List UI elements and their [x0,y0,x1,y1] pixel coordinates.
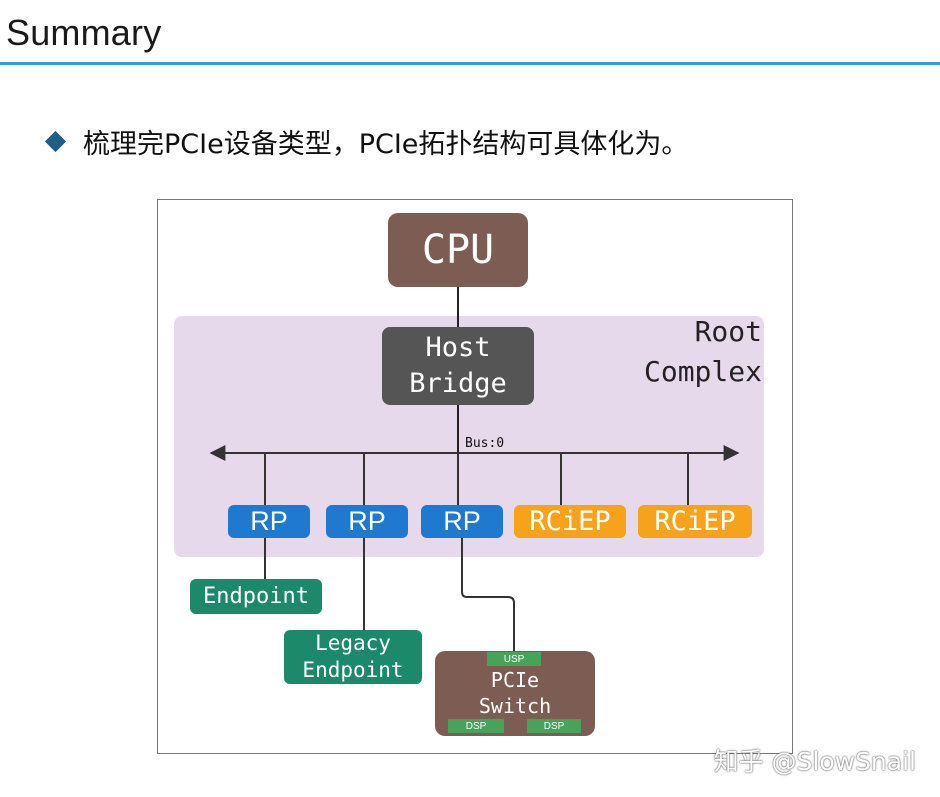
rp-box-3: RP [421,505,503,538]
rp-box-1: RP [228,505,310,538]
pcie-switch-line1: PCIe [490,668,540,692]
pcie-switch-line2: Switch [478,694,552,718]
rp-box-2: RP [326,505,408,538]
bus-label: Bus:0 [465,436,505,451]
rciep-box-1: RCiEP [514,505,626,538]
watermark: 知乎 @SlowSnail [713,747,916,776]
rp3-to-switch-line [461,538,515,651]
endpoint-box: Endpoint [190,579,322,614]
usp-port: USP [487,652,541,666]
dsp-port-left: DSP [448,719,504,733]
root-complex-label-line1: Root [694,315,762,348]
host-bridge-line1: Host [425,332,491,363]
host-bridge-line2: Bridge [409,368,507,399]
bullet-text: 梳理完PCIe设备类型，PCIe拓扑结构可具体化为。 [83,129,689,160]
legacy-endpoint-box: Legacy Endpoint [284,630,422,684]
title-divider [0,62,940,65]
root-complex-label-line2: Complex [643,355,762,388]
legacy-endpoint-line1: Legacy [315,631,391,655]
dsp-port-right: DSP [527,719,581,733]
slide-title: Summary [6,12,162,53]
root-complex-label: Root Complex [622,312,762,392]
rciep-box-2: RCiEP [638,505,752,538]
legacy-endpoint-line2: Endpoint [302,658,404,682]
cpu-box: CPU [388,213,528,287]
host-bridge-box: Host Bridge [382,327,534,405]
bullet-item: 梳理完PCIe设备类型，PCIe拓扑结构可具体化为。 [44,122,689,161]
pcie-switch-label: PCIe Switch [475,667,555,719]
